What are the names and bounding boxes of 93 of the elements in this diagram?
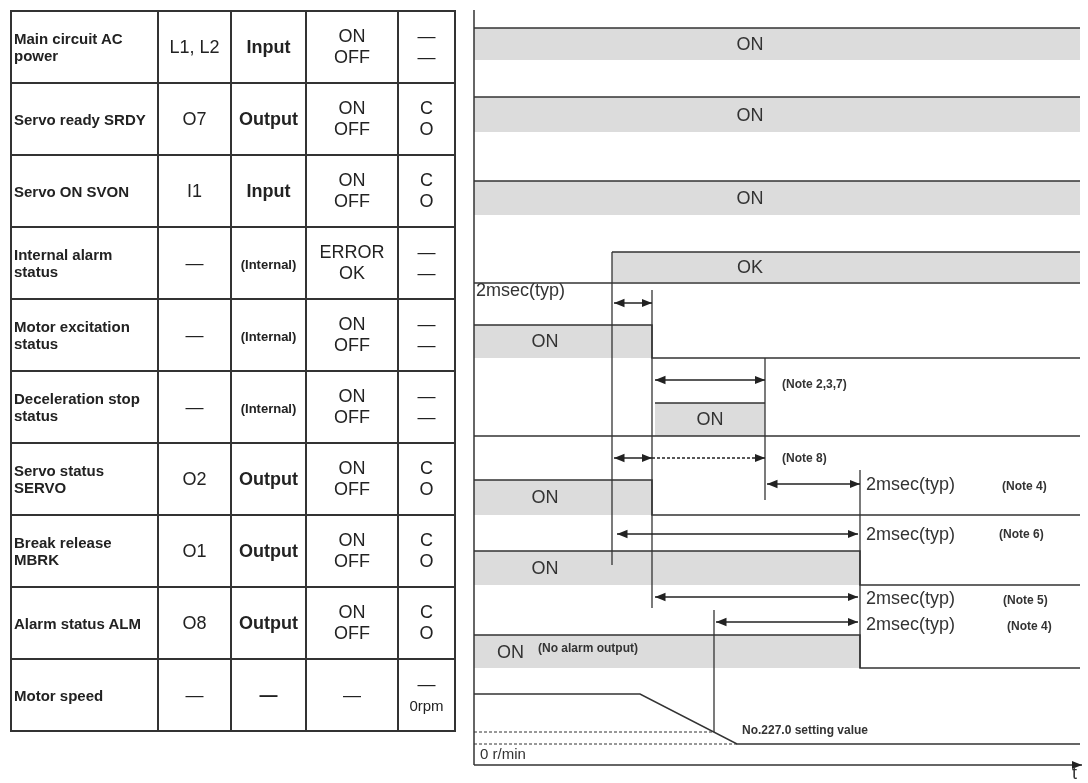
level-label: ON: [497, 643, 524, 661]
signal-name: Alarm status ALM: [14, 614, 141, 632]
contact-label: —: [417, 263, 436, 284]
contact-label: 0rpm: [409, 697, 444, 714]
signal-name: Motor speed: [14, 686, 104, 704]
table-text: Output: [239, 612, 298, 634]
table-text: Output: [239, 540, 298, 562]
axis-label: 0 r/min: [480, 745, 526, 761]
level-label: OFF: [334, 551, 370, 572]
level-label: ON: [531, 488, 559, 506]
table-text: O8: [182, 612, 207, 634]
signal-name: Motor excitation status: [14, 318, 131, 352]
table-text: —: [185, 324, 204, 346]
level-label: ON: [338, 386, 366, 407]
table-text: I1: [187, 180, 202, 202]
contact-label: C: [420, 602, 433, 623]
level-label: ON: [338, 98, 366, 119]
note-label: No.227.0 setting value: [742, 724, 869, 736]
table-text: O2: [182, 468, 207, 490]
signal-name: Servo ready SRDY: [14, 110, 146, 128]
table-text: Output: [239, 108, 298, 130]
level-label: OK: [737, 258, 763, 276]
level-label: OFF: [334, 407, 370, 428]
signal-name: Deceleration stop status: [14, 390, 141, 424]
note-label: (Note 8): [782, 452, 827, 464]
table-text: (Internal): [240, 256, 297, 272]
contact-label: O: [419, 119, 434, 140]
contact-label: —: [417, 386, 436, 407]
level-label: OFF: [334, 47, 370, 68]
level-label: OFF: [334, 335, 370, 356]
level-label: OK: [339, 263, 365, 284]
level-label: OFF: [334, 479, 370, 500]
table-text: L1, L2: [169, 36, 220, 58]
level-label: ON: [338, 530, 366, 551]
level-label: ON: [696, 410, 724, 428]
table-text: Input: [246, 36, 291, 58]
time-label: 2msec(typ): [476, 281, 565, 299]
time-label: 2msec(typ): [866, 525, 955, 543]
note-label: (Note 4): [1007, 620, 1052, 632]
contact-label: O: [419, 479, 434, 500]
level-label: ON: [338, 458, 366, 479]
level-label: OFF: [334, 119, 370, 140]
table-text: —: [185, 252, 204, 274]
signal-name: Servo ON SVON: [14, 182, 130, 200]
level-label: —: [343, 684, 361, 706]
contact-label: —: [417, 314, 436, 335]
note-label: (Note 2,3,7): [782, 378, 847, 390]
signal-name: Servo status SERVO: [14, 462, 106, 496]
level-label: ERROR: [319, 242, 385, 263]
contact-label: —: [417, 47, 436, 68]
table-text: Input: [246, 180, 291, 202]
contact-label: C: [420, 170, 433, 191]
table-text: O7: [182, 108, 207, 130]
level-label: ON: [531, 559, 559, 577]
contact-label: C: [420, 98, 433, 119]
contact-label: —: [417, 674, 436, 695]
note-label: (Note 4): [1002, 480, 1047, 492]
level-label: ON: [736, 35, 764, 53]
table-text: —: [259, 684, 278, 706]
contact-label: O: [419, 623, 434, 644]
note-label: (No alarm output): [538, 642, 638, 654]
level-label: ON: [338, 314, 366, 335]
level-label: ON: [338, 170, 366, 191]
contact-label: C: [420, 458, 433, 479]
level-label: ON: [531, 332, 559, 350]
note-label: (Note 5): [1003, 594, 1048, 606]
level-label: OFF: [334, 623, 370, 644]
level-label: ON: [338, 26, 366, 47]
contact-label: —: [417, 407, 436, 428]
table-text: Output: [239, 468, 298, 490]
contact-label: O: [419, 191, 434, 212]
table-text: —: [185, 396, 204, 418]
signal-name: Internal alarm status: [14, 246, 114, 280]
contact-label: —: [417, 335, 436, 356]
time-label: 2msec(typ): [866, 589, 955, 607]
time-label: 2msec(typ): [866, 475, 955, 493]
time-label: 2msec(typ): [866, 615, 955, 633]
level-label: ON: [736, 189, 764, 207]
table-text: —: [185, 684, 204, 706]
contact-label: O: [419, 551, 434, 572]
signal-name: Break release MBRK: [14, 534, 113, 568]
table-text: O1: [182, 540, 207, 562]
note-label: (Note 6): [999, 528, 1044, 540]
contact-label: C: [420, 530, 433, 551]
level-label: OFF: [334, 191, 370, 212]
level-label: ON: [736, 106, 764, 124]
signal-name: Main circuit AC power: [14, 30, 124, 64]
contact-label: —: [417, 242, 436, 263]
table-text: (Internal): [240, 328, 297, 344]
axis-label: t: [1072, 764, 1077, 782]
level-label: ON: [338, 602, 366, 623]
table-text: (Internal): [240, 400, 297, 416]
contact-label: —: [417, 26, 436, 47]
